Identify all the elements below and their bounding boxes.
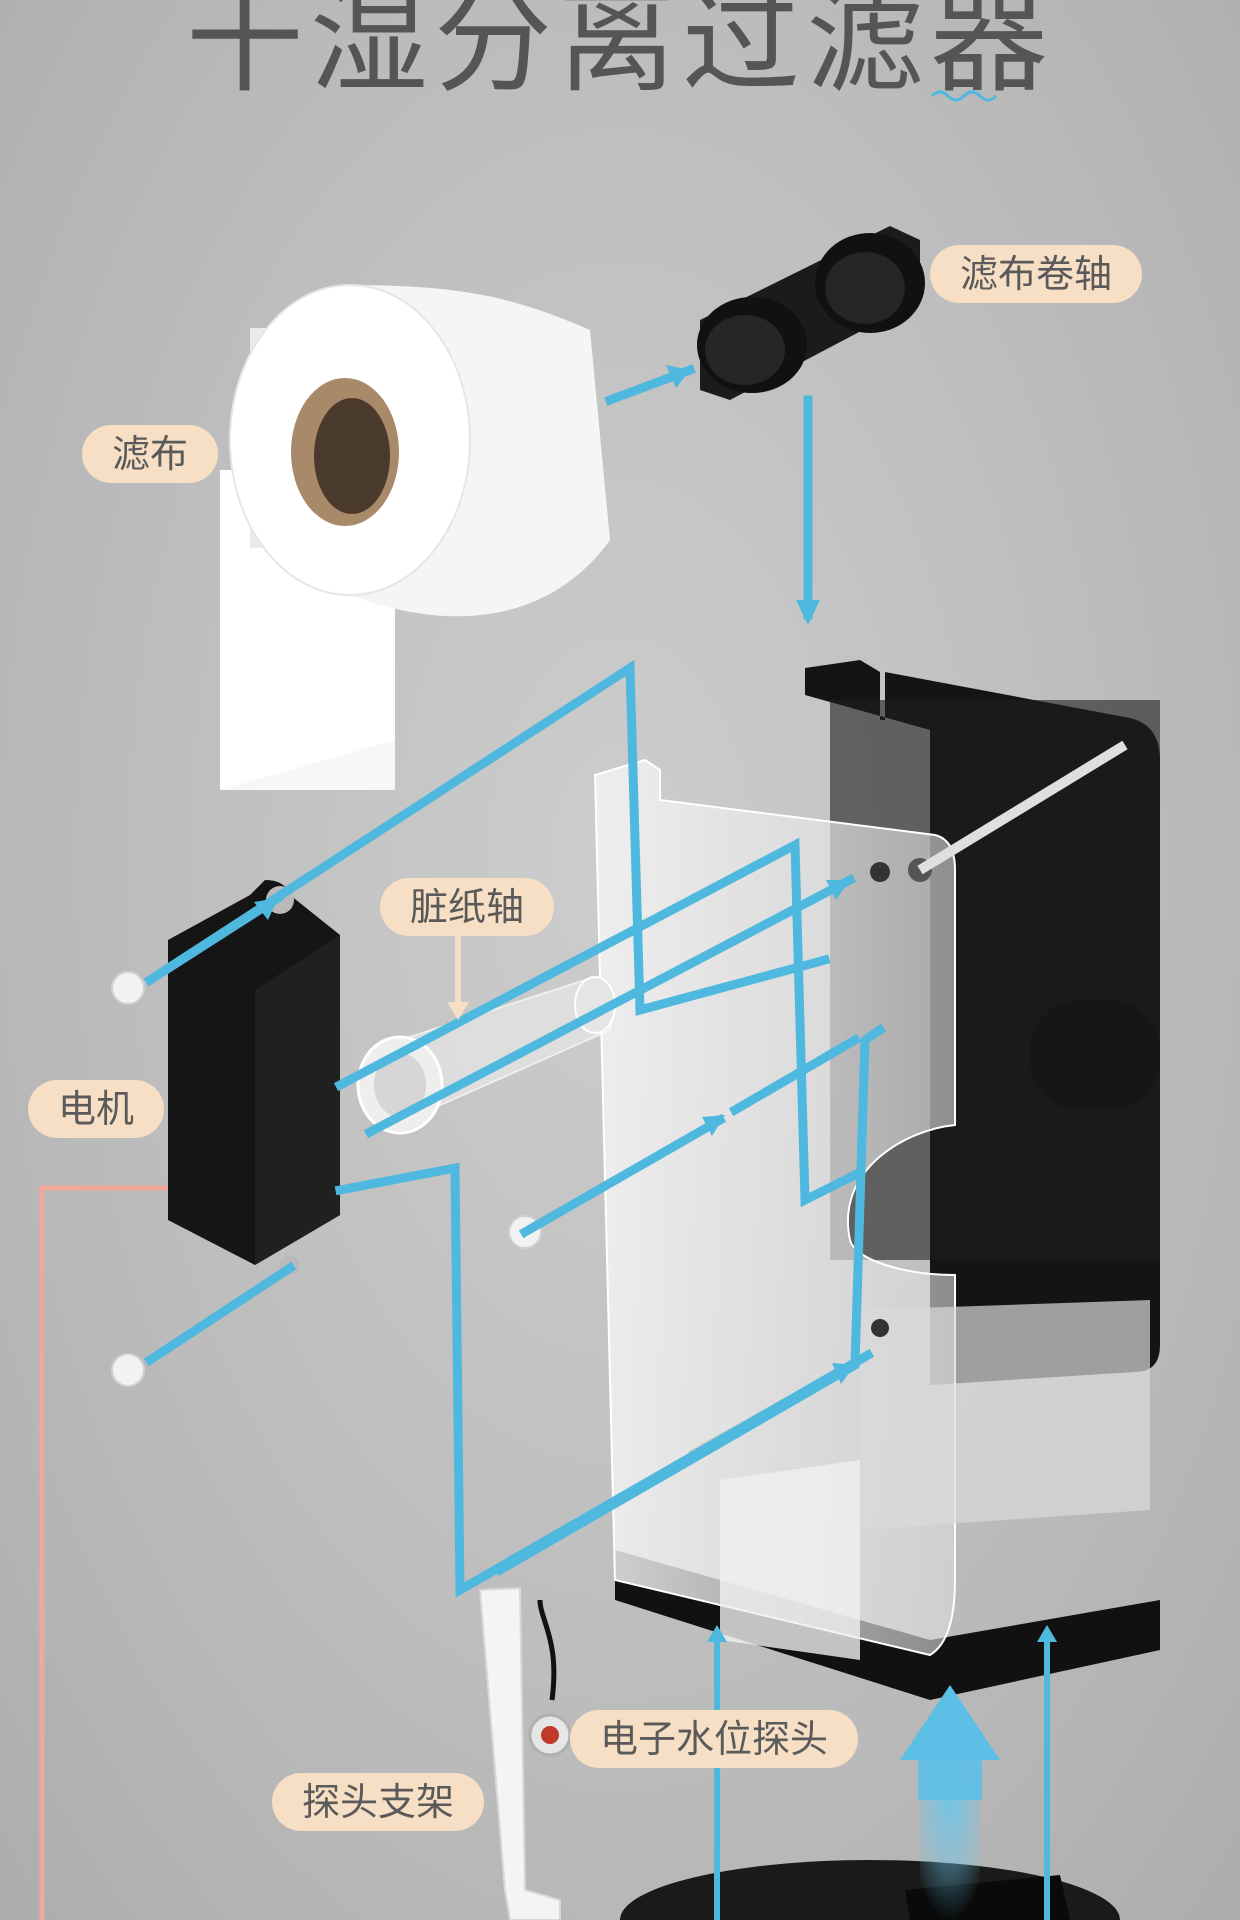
vertical-flow-lines <box>714 1640 1050 1920</box>
title-underline-wave <box>930 90 998 102</box>
housing-base-icon <box>615 1550 1160 1700</box>
guide-line-motor-upper <box>143 1261 297 1367</box>
guide-line-lower <box>333 837 862 1208</box>
shaft-label-pointer-head <box>447 1002 469 1020</box>
guide-line-motor-left <box>143 891 285 987</box>
guide-line-shaft <box>363 873 857 1139</box>
vertical-flow-arrowheads <box>707 1625 1057 1642</box>
label-filter-reel: 滤布卷轴 <box>930 245 1143 303</box>
probe-bracket-icon <box>478 1586 561 1920</box>
probe-sensor-icon <box>528 1713 572 1757</box>
guide-line-center-b <box>728 1033 862 1117</box>
arrowhead-motor <box>254 898 278 920</box>
reel-rod-icon <box>917 740 1128 875</box>
airflow-arrow-icon <box>900 1685 1000 1920</box>
arrowhead-right-up <box>1037 1625 1057 1642</box>
label-probe-bracket: 探头支架 <box>272 1773 485 1831</box>
arrowhead-probe-side <box>832 1363 855 1384</box>
arrowhead-down <box>796 600 820 625</box>
guide-line-cloth-to-housing <box>143 659 831 1016</box>
filter-reel-clamp-icon <box>697 226 925 400</box>
arrowhead-left-up <box>707 1625 727 1642</box>
filter-cloth-roll-icon <box>220 284 610 790</box>
guide-arrowheads <box>254 365 855 1384</box>
label-motor: 电机 <box>28 1080 165 1138</box>
arrowhead-shaft <box>826 880 850 900</box>
screw-icon-2 <box>111 1353 145 1387</box>
label-filter-cloth: 滤布 <box>82 425 219 483</box>
clear-front-panel-icon <box>593 758 1150 1660</box>
guide-line-probe <box>493 1023 887 1577</box>
arrowhead-center <box>702 1115 725 1136</box>
motor-icon <box>168 880 340 1275</box>
label-water-level-probe: 电子水位探头 <box>570 1710 859 1768</box>
guide-line-center <box>518 1113 727 1239</box>
page-title: 干湿分离过滤器 <box>185 0 1054 109</box>
probe-wire-guide-line <box>39 1185 175 1920</box>
arrowhead-reel <box>666 365 690 388</box>
screw-icon-1 <box>111 971 145 1005</box>
label-dirty-paper-shaft: 脏纸轴 <box>380 878 555 936</box>
